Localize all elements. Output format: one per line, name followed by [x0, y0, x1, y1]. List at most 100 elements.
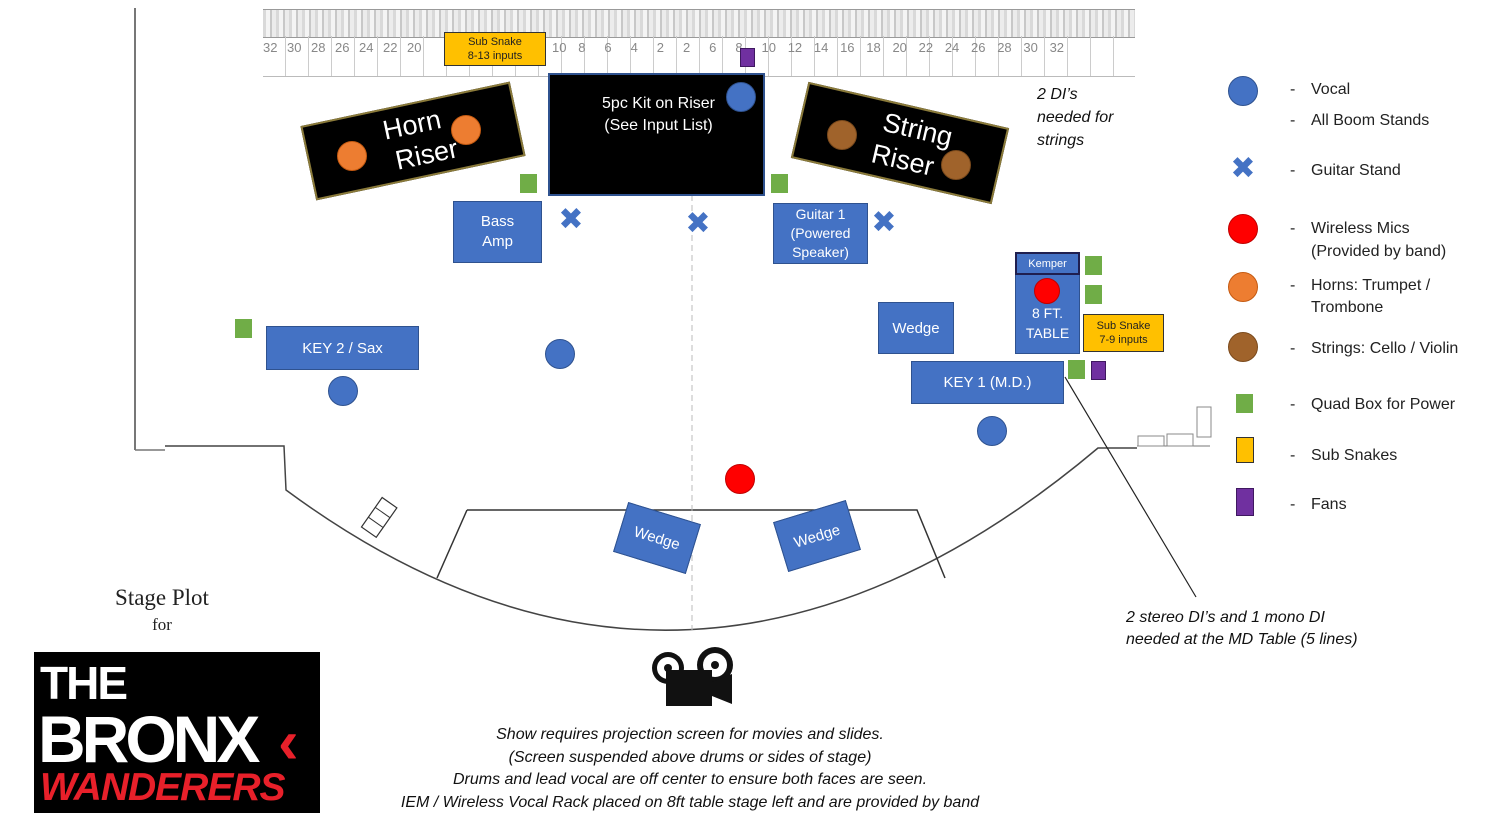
quad-box — [1085, 285, 1102, 304]
guitar-stand-icon: ✖ — [871, 205, 897, 240]
legend-label: Sub Snakes — [1311, 447, 1398, 464]
title-line: for — [152, 615, 172, 634]
string-marker — [827, 120, 857, 150]
vocal-marker — [977, 416, 1007, 446]
drum-riser-label-2: (See Input List) — [604, 117, 713, 134]
ruler-number: 26 — [971, 40, 986, 55]
horn-marker — [337, 141, 367, 171]
key2-label: KEY 2 / Sax — [302, 339, 383, 357]
ruler-number: 24 — [944, 40, 960, 55]
legend-dash: - — [1290, 81, 1296, 98]
ruler-number: 32 — [263, 40, 278, 55]
vocal-marker — [328, 376, 358, 406]
ruler-number: 6 — [604, 40, 612, 55]
quad-box — [771, 174, 788, 193]
wireless-mic-md — [1034, 278, 1060, 304]
legend-dash: - — [1290, 277, 1296, 294]
drum-riser-label-1: 5pc Kit on Riser — [602, 95, 715, 112]
legend-quad-box-icon — [1236, 394, 1253, 413]
ruler-number: 28 — [311, 40, 326, 55]
bottom-note-line: (Screen suspended above drums or sides o… — [508, 748, 872, 766]
kemper: Kemper — [1015, 252, 1080, 275]
bottom-note-line: Show requires projection screen for movi… — [496, 726, 884, 743]
sub-snake-right: Sub Snake 7-9 inputs — [1083, 314, 1164, 352]
legend-label: (Provided by band) — [1311, 243, 1447, 260]
ruler-number: 18 — [866, 40, 881, 55]
vocal-marker-drums — [726, 82, 756, 112]
guitar1-label: Guitar 1 — [795, 206, 846, 222]
legend-label: Horns: Trumpet / — [1311, 277, 1431, 294]
legend-label: Strings: Cello / Violin — [1311, 340, 1459, 357]
ruler-number: 2 — [656, 40, 664, 55]
ruler-number: 10 — [761, 40, 776, 55]
guitar1-speaker: Guitar 1 (Powered Speaker) — [773, 203, 868, 264]
md-table-note: 2 stereo DI’s and 1 mono DI needed at th… — [1126, 607, 1358, 651]
legend-label: Trombone — [1311, 299, 1384, 316]
ruler-number: 10 — [552, 40, 567, 55]
di-note-line: 2 DI’s — [1037, 86, 1078, 103]
logo-text-the: THE — [40, 657, 128, 709]
kemper-label: Kemper — [1028, 257, 1067, 270]
logo-text-wanderers: WANDERERS — [40, 766, 286, 809]
legend-dash: - — [1290, 112, 1296, 129]
guitar-stand-icon: ✖ — [558, 202, 584, 237]
legend-sub-snake-icon — [1236, 437, 1254, 463]
key1-label: KEY 1 (M.D.) — [943, 374, 1032, 391]
wireless-mic-center — [725, 464, 755, 494]
title-line: Stage Plot — [115, 585, 209, 610]
page-title: Stage Plot for — [100, 585, 224, 635]
sub-snake-top-inputs: 8-13 inputs — [467, 50, 523, 62]
ruler-number: 20 — [892, 40, 907, 55]
guitar-stand-icon: ✖ — [685, 206, 711, 241]
ruler-number: 26 — [335, 40, 350, 55]
guitar1-label: (Powered — [790, 225, 851, 241]
bass-amp-label: Bass — [480, 213, 515, 230]
sub-snake-right-label: Sub Snake — [1096, 320, 1151, 332]
ruler-number: 12 — [787, 40, 803, 55]
ruler-number: 8 — [578, 40, 586, 55]
legend-horn-icon — [1228, 272, 1258, 302]
bass-amp-label: Amp — [482, 233, 513, 250]
legend-fan-icon — [1236, 488, 1254, 516]
legend-label: Vocal — [1311, 81, 1351, 98]
legend-label: Fans — [1311, 496, 1347, 513]
sub-snake-right-inputs: 7-9 inputs — [1099, 334, 1148, 346]
band-logo: THE BRONX ‹ WANDERERS — [34, 652, 320, 813]
legend-dash: - — [1290, 396, 1296, 413]
ruler-number: 20 — [407, 40, 422, 55]
ruler-number: 30 — [287, 40, 302, 55]
legend-vocal-icon — [1228, 76, 1258, 106]
wedge-label: Wedge — [631, 522, 683, 554]
vocal-marker — [545, 339, 575, 369]
md-table-label: TABLE — [1025, 325, 1070, 341]
key2-sax: KEY 2 / Sax — [266, 326, 419, 370]
ruler-number: 22 — [383, 40, 398, 55]
quad-box — [1085, 256, 1102, 275]
ruler-number: 24 — [359, 40, 374, 55]
wedge-label: Wedge — [791, 520, 843, 552]
ruler-number: 32 — [1049, 40, 1065, 55]
bottom-note-line: Drums and lead vocal are off center to e… — [452, 771, 928, 788]
legend-wireless-icon — [1228, 214, 1258, 244]
ruler-number: 14 — [813, 40, 829, 55]
wedge-monitor: Wedge — [878, 302, 954, 354]
di-strings-note: 2 DI’s needed for strings — [1037, 83, 1114, 152]
ruler-number: 8 — [735, 40, 743, 55]
legend-dash: - — [1290, 496, 1296, 513]
ruler-number: 2 — [682, 40, 691, 55]
truss-bar — [263, 9, 1135, 38]
quad-box — [235, 319, 252, 338]
fan-top — [740, 48, 755, 67]
legend-dash: - — [1290, 340, 1296, 357]
di-note-line: strings — [1037, 132, 1085, 149]
bottom-note-line: IEM / Wireless Vocal Rack placed on 8ft … — [400, 793, 980, 811]
sub-snake-top: Sub Snake 8-13 inputs — [444, 32, 546, 66]
quad-box — [1068, 360, 1085, 379]
ruler-number: 28 — [997, 40, 1012, 55]
quad-box — [520, 174, 537, 193]
fan-md — [1091, 361, 1106, 380]
key1-md: KEY 1 (M.D.) — [911, 361, 1064, 404]
ruler-number: 16 — [840, 40, 855, 55]
guitar1-label: Speaker) — [792, 244, 849, 260]
